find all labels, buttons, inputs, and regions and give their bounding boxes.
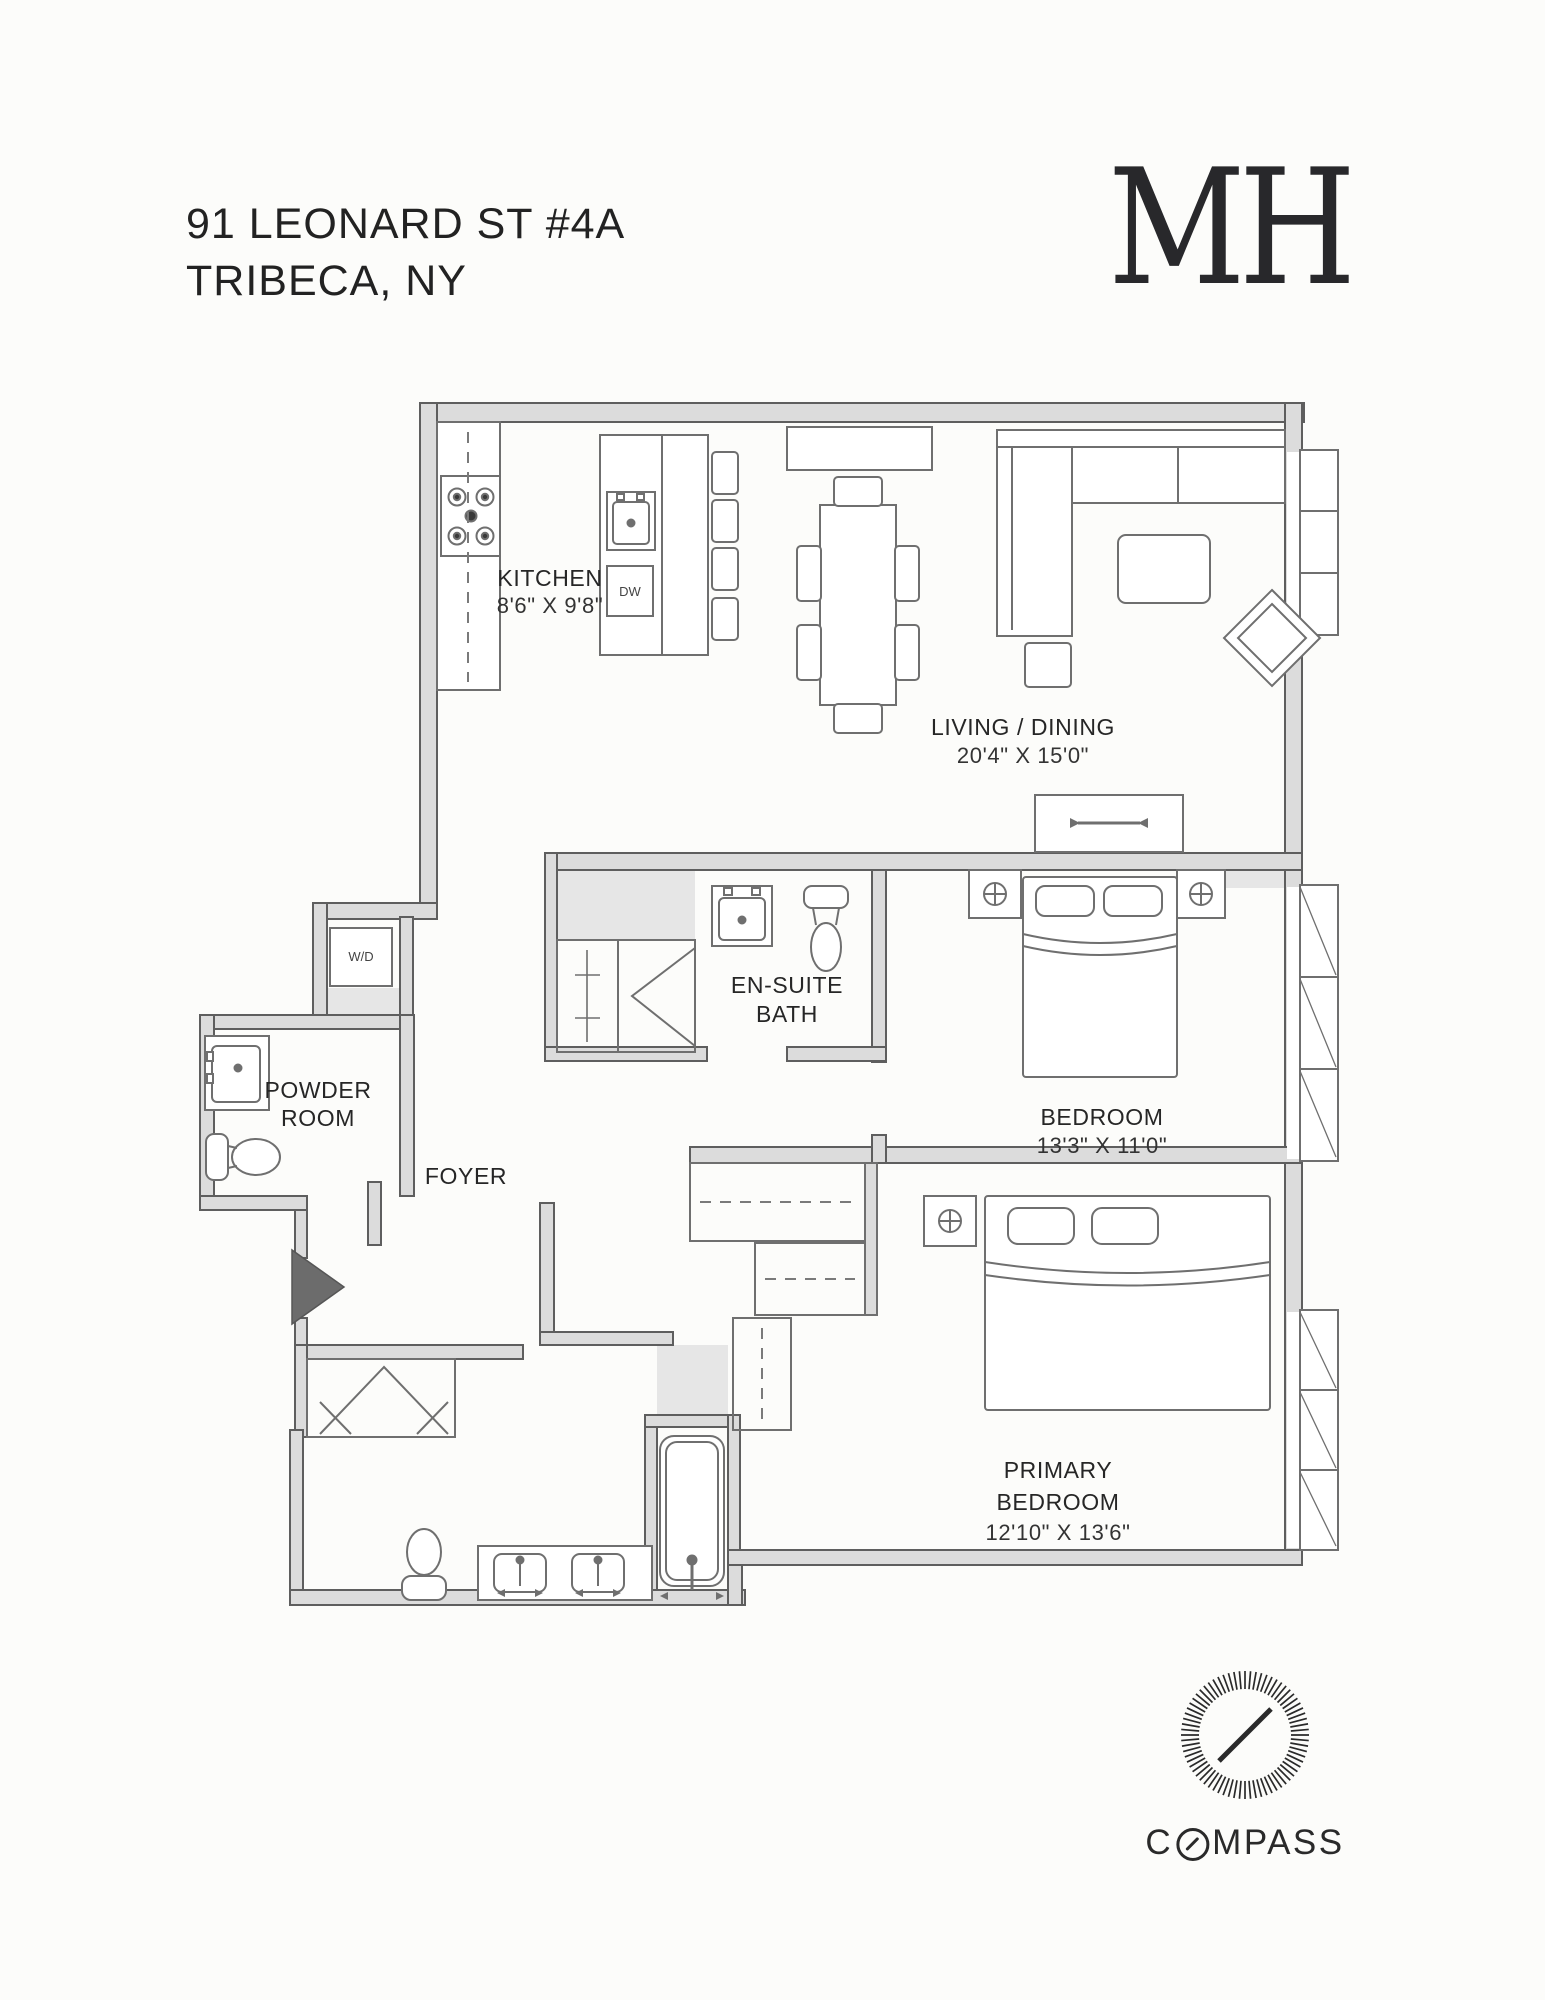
brand-prefix: C [1145,1823,1174,1862]
page-title: 91 LEONARD ST #4A TRIBECA, NY [186,196,625,310]
brand-suffix: MPASS [1212,1823,1345,1862]
armchair [1222,588,1322,688]
address-line1: 91 LEONARD ST #4A [186,200,626,248]
dashed-lines [467,432,855,1420]
foyer-label: FOYER [424,1163,508,1189]
dining-table [819,504,897,706]
primary-window-icon [1299,1309,1339,1551]
kitchen-label: KITCHEN [497,565,603,591]
primary-bedroom-dimensions: 12'10" X 13'6" [985,1520,1131,1545]
bar-stools [711,451,739,641]
primary-bed [984,1195,1271,1411]
tv-console [1034,794,1184,853]
closet-a [556,939,619,1053]
dishwasher-label: DW [619,584,641,599]
living-window-icon [1299,449,1339,636]
compass-wordmark: C MPASS [1145,1823,1344,1863]
kitchen-dimensions: 8'6" X 9'8" [496,593,604,618]
coffee-table [1117,534,1211,604]
windows [1299,449,1339,1551]
foyer-closet [306,1358,456,1438]
primary-bedroom-label-2: BEDROOM [996,1489,1120,1515]
bedroom-dimensions: 13'3" X 11'0" [1036,1133,1168,1158]
compass-sunburst-icon [1181,1671,1309,1799]
living-dining-label: LIVING / DINING [930,714,1116,740]
primary-closets [689,1162,878,1431]
living-dining-dimensions: 20'4" X 15'0" [956,743,1090,768]
powder-room-label-1: POWDER [264,1077,372,1103]
ensuite-bath-label-1: EN-SUITE [730,972,844,998]
slashed-o-icon [1176,1827,1210,1861]
media-console [786,426,933,471]
sectional-sofa [996,429,1286,637]
powder-sink-icon [204,1035,270,1111]
powder-toilet-icon [205,1133,281,1181]
washer-dryer-label: W/D [348,949,374,964]
double-vanity-icon [477,1545,653,1601]
window-openings [1287,452,1300,1548]
kitchen-sink-icon [606,491,656,551]
bedroom-window-icon [1299,884,1339,1162]
primary-toilet-icon [401,1528,447,1601]
powder-room-label-2: ROOM [281,1105,355,1131]
ensuite-sink-icon [711,885,773,947]
ensuite-toilet-icon [803,885,849,972]
ottoman [1024,642,1072,688]
address-line2: TRIBECA, NY [186,257,467,305]
primary-nightstand [923,1195,977,1247]
dishwasher-box [606,565,654,617]
closet-b [617,939,696,1053]
washer-dryer-box [329,927,393,987]
bedroom-nightstands [968,869,1226,919]
bedroom-bed [1022,876,1178,1078]
mh-monogram-logo: MH [1108,134,1356,321]
entry-arrow-icon [291,1248,346,1326]
walls [199,402,1305,1606]
primary-bedroom-label-1: PRIMARY [1003,1457,1113,1483]
bathtub-icon [659,1435,725,1600]
ensuite-bath-label-2: BATH [755,1001,819,1027]
stove-icon [440,475,501,557]
bedroom-label: BEDROOM [1040,1104,1164,1130]
dining-chairs [796,476,920,734]
